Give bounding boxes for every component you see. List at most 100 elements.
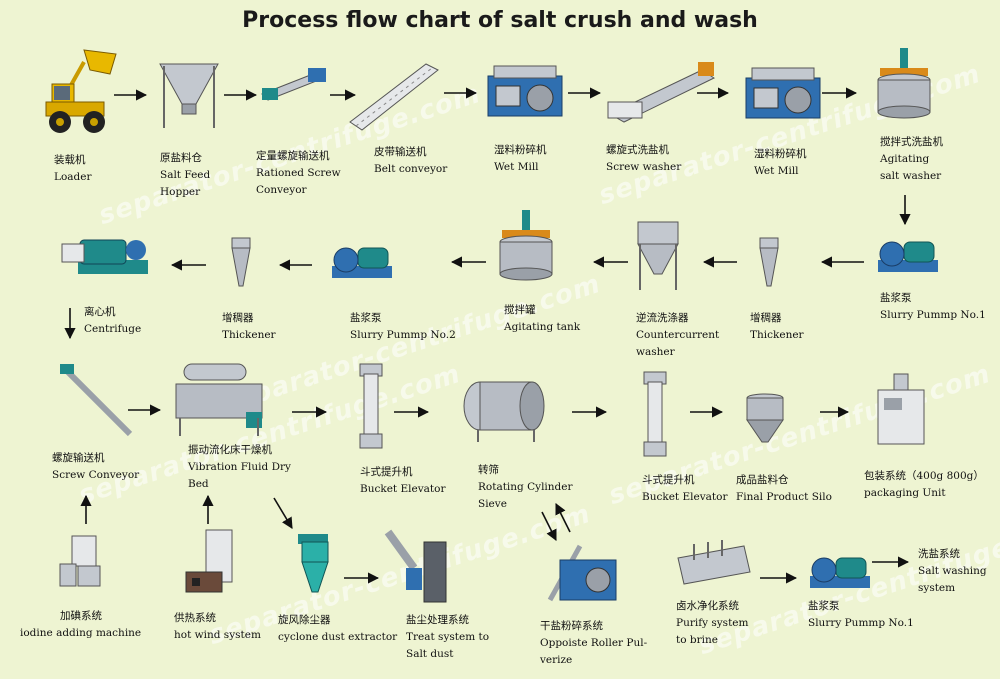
node-label-zh: 供热系统	[174, 612, 216, 624]
node-label-zh: 盐浆泵	[350, 312, 382, 324]
node-label-zh: 成品盐料仓	[736, 474, 789, 486]
node-label-zh: 离心机	[84, 306, 116, 318]
node-label-en: Thickener	[222, 329, 276, 341]
node-label-zh: 包装系统（400g 800g）	[864, 470, 984, 482]
cyclone-illustration	[298, 534, 329, 593]
node-label-en: Sieve	[478, 498, 507, 510]
node-label-zh: 螺旋式洗盐机	[606, 144, 669, 156]
node-label-zh: 增稠器	[750, 312, 782, 324]
roller-pulverizer-illustration	[547, 544, 617, 602]
node-label-zh: 斗式提升机	[642, 474, 695, 486]
node-label-zh: 逆流洗涤器	[636, 312, 689, 324]
slurry-pump-illustration	[332, 247, 392, 278]
node-label-en: Agitating tank	[504, 321, 581, 333]
brine-purifier-illustration	[677, 540, 751, 585]
centrifuge-illustration	[61, 239, 148, 274]
node-label-zh: 原盐料仓	[160, 152, 202, 164]
node-label-en: Salt dust	[406, 648, 454, 660]
node-label-en: system	[918, 582, 956, 594]
slurry-pump-illustration	[810, 557, 870, 588]
countercurrent-washer-illustration	[637, 221, 679, 290]
hopper-illustration	[159, 63, 219, 128]
node-label-en: verize	[540, 654, 573, 666]
node-label-en: Rationed Screw	[256, 167, 341, 179]
node-label-en: Loader	[54, 171, 92, 183]
node-label-en: Oppoiste Roller Pul-	[540, 637, 648, 649]
node-label-zh: 干盐粉碎系统	[540, 620, 603, 632]
wet-mill-illustration	[745, 67, 821, 119]
node-label-zh: 搅拌式洗盐机	[880, 136, 943, 148]
arrow	[555, 502, 571, 533]
node-label-zh: 增稠器	[222, 312, 254, 324]
node-label-en: Centrifuge	[84, 323, 142, 335]
node-label-zh: 装载机	[54, 154, 86, 166]
arrow	[541, 511, 557, 542]
node-label-en: Salt washing	[918, 565, 987, 577]
node-label-en: Bed	[188, 478, 209, 490]
node-label-en: washer	[636, 346, 675, 358]
node-label-en: Screw washer	[606, 161, 682, 173]
node-label-en: iodine adding machine	[20, 627, 142, 639]
node-label-zh: 振动流化床干燥机	[188, 444, 272, 456]
node-label-zh: 盐尘处理系统	[406, 614, 469, 626]
chart-title: Process flow chart of salt crush and was…	[242, 8, 758, 33]
belt-conveyor-illustration	[349, 63, 439, 131]
node-label-en: Bucket Elevator	[642, 491, 728, 503]
node-label-zh: 加碘系统	[60, 610, 102, 622]
cylinder-sieve-illustration	[463, 381, 545, 442]
node-label-en: Conveyor	[256, 184, 307, 196]
node-label-zh: 皮带输送机	[374, 146, 427, 158]
node-label-en: packaging Unit	[864, 487, 946, 499]
packaging-machine-illustration	[877, 373, 925, 445]
node-label-zh: 转筛	[478, 464, 499, 476]
node-label-en: Slurry Pummp No.1	[808, 617, 914, 629]
node-label-zh: 湿料粉碎机	[494, 144, 547, 156]
node-label-en: Vibration Fluid Dry	[188, 461, 291, 473]
arrow	[273, 497, 293, 529]
node-label-en: hot wind system	[174, 629, 261, 641]
inclined-screw-illustration	[60, 364, 133, 437]
node-label-zh: 洗盐系统	[918, 548, 960, 560]
node-label-zh: 搅拌罐	[504, 304, 536, 316]
thickener-illustration	[759, 237, 779, 287]
node-label-en: Rotating Cylinder	[478, 481, 573, 493]
node-label-en: Wet Mill	[754, 165, 799, 177]
node-label-en: Slurry Pummp No.2	[350, 329, 456, 341]
node-label-zh: 盐浆泵	[808, 600, 840, 612]
node-label-zh: 旋风除尘器	[278, 614, 331, 626]
wet-mill-illustration	[487, 65, 563, 117]
node-label-en: Thickener	[750, 329, 804, 341]
node-label-zh: 湿料粉碎机	[754, 148, 807, 160]
node-label-en: Final Product Silo	[736, 491, 832, 503]
node-label-en: Hopper	[160, 186, 201, 198]
dryer-illustration	[175, 363, 263, 436]
node-label-en: Treat system to	[406, 631, 490, 643]
node-label-zh: 定量螺旋输送机	[256, 150, 330, 162]
node-label-en: Slurry Pummp No.1	[880, 309, 986, 321]
iodine-machine-illustration	[59, 535, 101, 587]
node-label-en: Salt Feed	[160, 169, 211, 181]
node-label-en: Purify system	[676, 617, 749, 629]
agitator-illustration	[499, 210, 553, 281]
screw-conveyor-illustration	[261, 68, 326, 101]
node-label-en: salt washer	[880, 170, 942, 182]
node-label-en: Belt conveyor	[374, 163, 448, 175]
node-label-zh: 卤水净化系统	[676, 600, 739, 612]
node-label-zh: 斗式提升机	[360, 466, 413, 478]
dust-treatment-illustration	[384, 529, 447, 603]
thickener-illustration	[231, 237, 251, 287]
node-label-en: Wet Mill	[494, 161, 539, 173]
bucket-elevator-illustration	[359, 363, 383, 449]
node-label-en: Countercurrent	[636, 329, 720, 341]
node-label-en: to brine	[676, 634, 718, 646]
loader-illustration	[45, 49, 117, 133]
screw-washer-illustration	[607, 62, 716, 123]
node-label-en: cyclone dust extractor	[278, 631, 398, 643]
node-label-zh: 盐浆泵	[880, 292, 912, 304]
slurry-pump-illustration	[878, 241, 938, 272]
furnace-illustration	[185, 529, 233, 593]
node-label-zh: 螺旋输送机	[52, 452, 105, 464]
bucket-elevator-illustration	[643, 371, 667, 457]
node-label-en: Agitating	[880, 153, 930, 165]
